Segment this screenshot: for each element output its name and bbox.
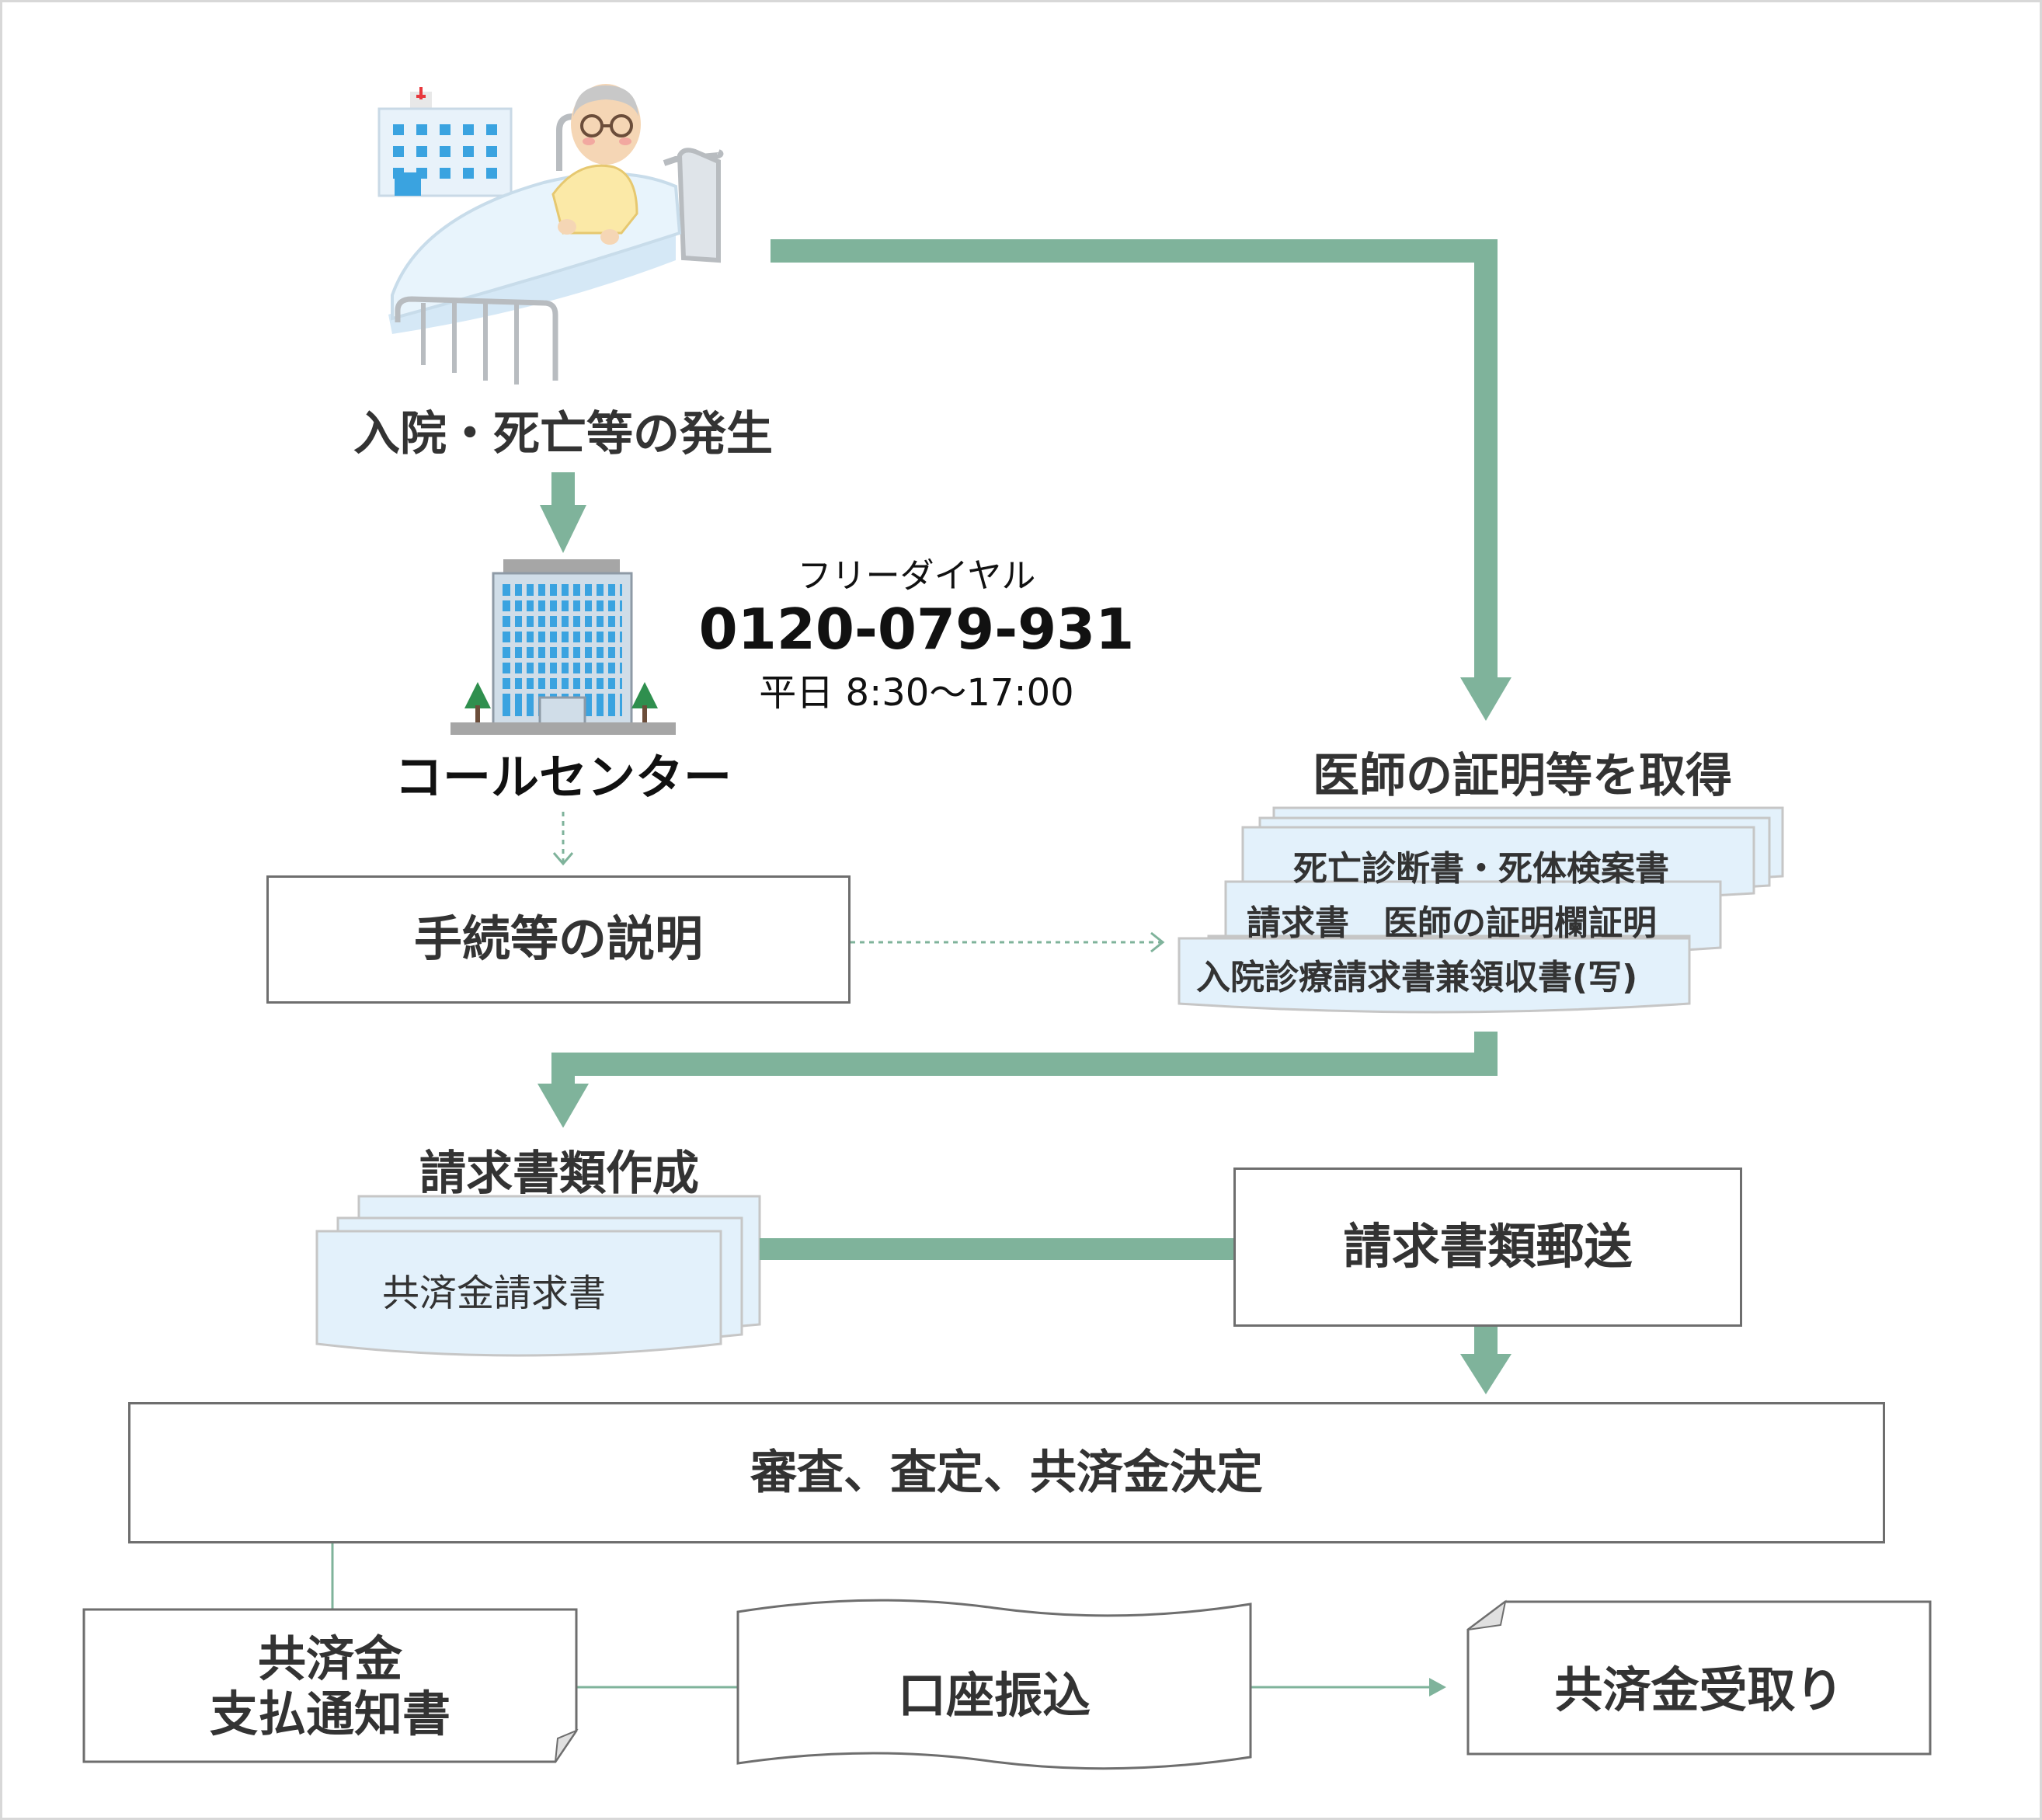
transfer-box-shape [736,1599,1252,1770]
hospital-icon [377,87,513,197]
mail-docs-label: 請求書類郵送 [1343,1218,1633,1275]
arrow-occurrence-to-doctor-cert [771,239,1511,721]
claim-doc-item-0: 共済金請求書 [382,1272,607,1315]
arrow-occurrence-to-callcenter [540,472,586,553]
page-curl-shape [555,1728,579,1763]
review-label: 審査、査定、共済金決定 [750,1446,1263,1500]
explanation-label: 手続等の説明 [413,910,703,968]
arrow-mail-to-review [1460,1327,1511,1394]
receive-label: 共済金受取り [1554,1662,1844,1718]
notice-label-line2: 支払通知書 [209,1686,450,1743]
phone-info: フリーダイヤル 0120-079-931 平日 8:30～17:00 [668,548,1165,716]
arrow-doctor-cert-to-create-docs [537,1032,1498,1128]
doctor-document-stack [1178,806,1784,1014]
dotted-arrow-callcenter-to-explanation [552,812,574,866]
call-center-label: コールセンター [394,749,732,806]
corner-fold-shape [1467,1599,1507,1630]
mail-docs-box: 請求書類郵送 [1233,1168,1742,1327]
connector-create-to-mail [760,1238,1233,1260]
occurrence-label: 入院・死亡等の発生 [353,407,773,461]
doctor-cert-label: 医師の証明等を取得 [1313,749,1732,803]
office-building-icon [450,559,676,735]
tree-icon [464,682,491,722]
notice-label-line1: 共済金 [257,1630,402,1687]
dotted-arrow-explanation-to-docs [851,931,1165,953]
tree-icon [631,682,658,722]
phone-number[interactable]: 0120-079-931 [698,597,1135,662]
create-docs-label: 請求書類作成 [419,1147,699,1201]
claim-document-stack [315,1195,761,1357]
notice-label: 共済金 支払通知書 [84,1631,576,1742]
review-box: 審査、査定、共済金決定 [128,1402,1885,1543]
explanation-box: 手続等の説明 [266,875,851,1004]
transfer-label: 口座振込 [897,1667,1091,1724]
patient-in-bed-icon [388,84,724,385]
arrow-transfer-to-receive [1251,1678,1446,1696]
doc-item-2: 入院診療請求書兼領収書(写) [1196,958,1638,997]
phone-label: フリーダイヤル [797,556,1036,596]
doc-item-0: 死亡診断書・死体検案書 [1293,849,1669,889]
doc-item-1: 請求書 医師の証明欄証明 [1247,903,1657,943]
phone-hours: 平日 8:30～17:00 [759,670,1074,715]
